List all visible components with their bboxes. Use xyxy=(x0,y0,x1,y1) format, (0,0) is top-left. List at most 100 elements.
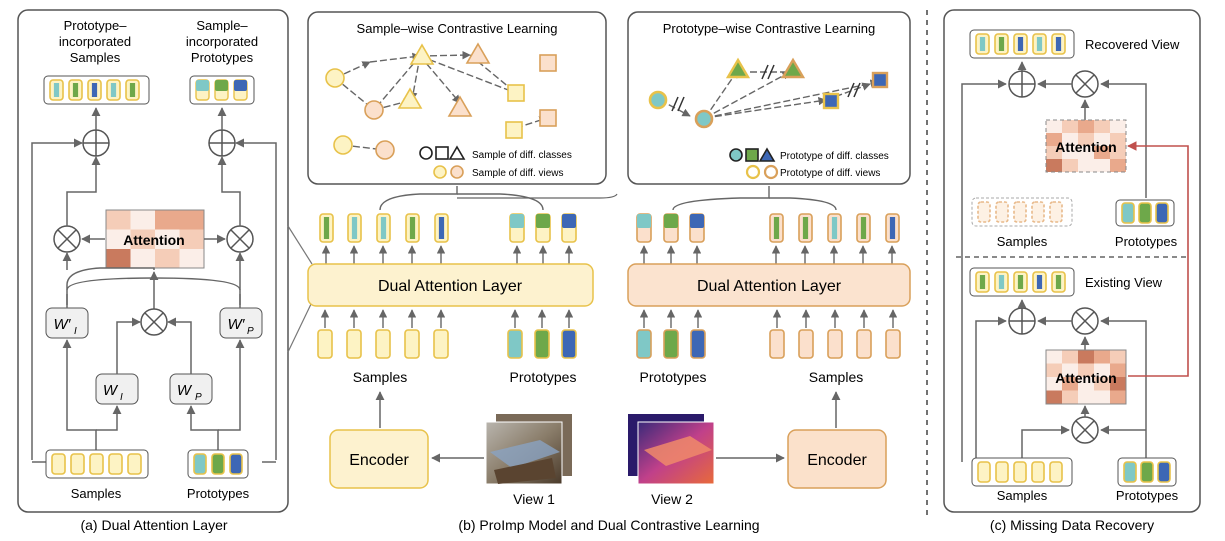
b-out-tokens-left xyxy=(319,213,577,264)
edge xyxy=(704,96,827,119)
out-samples-block xyxy=(43,75,150,105)
token xyxy=(856,213,871,243)
attention-cell xyxy=(130,249,155,269)
token xyxy=(233,79,248,101)
attention-label-c-top: Attention xyxy=(1055,139,1116,155)
token xyxy=(1032,271,1047,293)
attention-cell xyxy=(179,249,204,269)
token xyxy=(769,213,784,243)
w-i-prime-box: W′ I xyxy=(45,307,89,339)
sample-node xyxy=(539,109,557,127)
attention-cell xyxy=(1062,363,1078,377)
encoder-left: Encoder xyxy=(329,429,429,489)
w-i-box: W I xyxy=(95,373,139,405)
in-prototypes-block xyxy=(187,449,249,479)
token xyxy=(1013,271,1028,293)
token xyxy=(977,201,991,223)
attention-cell xyxy=(1062,159,1078,172)
proto-node xyxy=(648,90,668,110)
out-prototypes-block xyxy=(189,75,255,105)
attention-cell xyxy=(1110,159,1126,172)
token xyxy=(1157,461,1171,483)
proto-node xyxy=(725,57,751,79)
separator-mark xyxy=(677,96,685,112)
attention-cell xyxy=(1046,390,1062,404)
attention-cell xyxy=(130,229,155,249)
svg-text:Prototype of diff. classes: Prototype of diff. classes xyxy=(780,151,889,162)
attention-cell xyxy=(155,249,180,269)
view2-label: View 2 xyxy=(651,491,693,507)
b-out-tokens-right xyxy=(636,213,900,264)
attention-cell xyxy=(1110,377,1126,391)
attention-cell xyxy=(1046,133,1062,146)
token xyxy=(1123,461,1137,483)
in-samples-block xyxy=(45,449,149,479)
attention-cell xyxy=(1094,159,1110,172)
plus-circle-icon xyxy=(1008,70,1036,98)
token xyxy=(404,329,420,359)
separator-mark xyxy=(761,64,769,80)
token xyxy=(856,329,872,359)
edge xyxy=(704,71,791,119)
token xyxy=(885,213,900,243)
token xyxy=(1013,201,1027,223)
sample-node xyxy=(505,121,523,139)
attention-cell xyxy=(1062,133,1078,146)
token xyxy=(798,329,814,359)
times-circle-icon xyxy=(1071,307,1099,335)
swcl-legend: Sample of diff. classes Sample of diff. … xyxy=(419,145,572,179)
svg-text:W: W xyxy=(103,382,119,399)
prototypes-label-c-top: Prototypes xyxy=(1115,234,1178,249)
sample-node xyxy=(375,140,395,160)
b-in-tokens-right xyxy=(636,309,901,359)
pwcl-title: Prototype–wise Contrastive Learning xyxy=(663,21,875,36)
attention-cell xyxy=(1078,159,1094,172)
svg-text:P: P xyxy=(195,392,202,403)
prototypes-block-c-top xyxy=(1115,199,1175,227)
token xyxy=(1049,201,1063,223)
existing-view-label: Existing View xyxy=(1085,275,1163,290)
token xyxy=(214,79,229,101)
svg-text:Prototype of diff. views: Prototype of diff. views xyxy=(780,168,880,179)
attention-matrix-c-top xyxy=(1046,120,1126,172)
svg-text:Sample of diff. classes: Sample of diff. classes xyxy=(472,150,572,161)
token xyxy=(689,213,705,243)
attention-cell xyxy=(1078,377,1094,391)
token xyxy=(375,329,391,359)
edge xyxy=(409,55,421,101)
plus-circle-icon xyxy=(82,129,110,157)
attention-cell xyxy=(179,229,204,249)
attention-label-a: Attention xyxy=(123,232,184,248)
token xyxy=(994,33,1009,55)
edge xyxy=(419,55,517,95)
proto-node xyxy=(780,57,806,79)
token xyxy=(1013,33,1028,55)
attention-cell xyxy=(1078,350,1094,364)
token xyxy=(995,201,1009,223)
token xyxy=(376,213,391,243)
edge xyxy=(419,50,471,60)
token xyxy=(346,329,362,359)
sample-node xyxy=(333,135,353,155)
token xyxy=(561,329,577,359)
b-in-tokens-left xyxy=(317,309,577,359)
attention-cell xyxy=(1046,363,1062,377)
token xyxy=(108,453,123,475)
attention-cell xyxy=(1062,146,1078,159)
token xyxy=(534,329,550,359)
times-circle-icon xyxy=(1071,416,1099,444)
token xyxy=(49,79,64,101)
attention-cell xyxy=(1078,120,1094,133)
token xyxy=(1031,461,1045,483)
token xyxy=(405,213,420,243)
prototypes-label-b-left: Prototypes xyxy=(510,369,577,385)
panel-c: Recovered View Attention Samples Prototy… xyxy=(943,9,1201,533)
samples-label-a: Samples xyxy=(71,486,122,501)
token xyxy=(1138,202,1152,224)
token xyxy=(975,271,990,293)
token xyxy=(193,453,207,475)
attention-cell xyxy=(1110,146,1126,159)
attention-cell xyxy=(1110,133,1126,146)
token xyxy=(1140,461,1154,483)
w-p-box: W P xyxy=(169,373,213,405)
